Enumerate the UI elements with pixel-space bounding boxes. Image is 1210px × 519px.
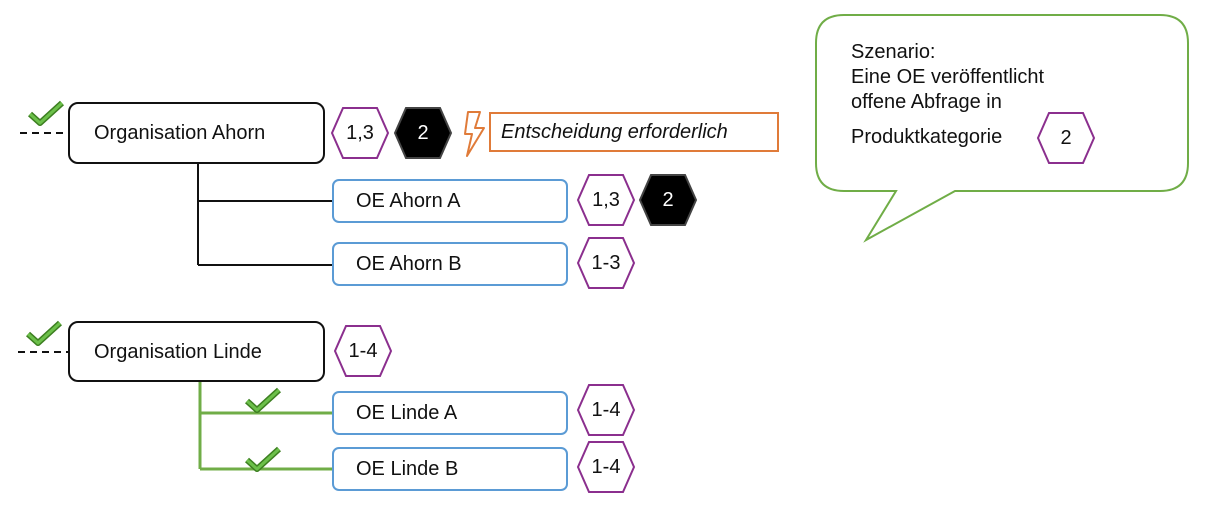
callout-line-2: Eine OE veröffentlicht bbox=[851, 66, 1045, 88]
org-ahorn-box[interactable]: Organisation Ahorn bbox=[68, 102, 325, 164]
oe-linde-b-category-label: 1-4 bbox=[591, 455, 621, 478]
linde-check-icon bbox=[26, 320, 62, 346]
oe-ahorn-b-category-label: 1-3 bbox=[591, 251, 621, 274]
oe-linde-a-category-hexagon: 1-4 bbox=[576, 383, 636, 437]
oe-ahorn-a-request-hexagon: 2 bbox=[638, 173, 698, 227]
oe-linde-a-box[interactable]: OE Linde A bbox=[332, 391, 568, 435]
oe-ahorn-a-category-label: 1,3 bbox=[592, 188, 620, 211]
oe-linde-b-category-hexagon: 1-4 bbox=[576, 440, 636, 494]
callout-line-1: Szenario: bbox=[851, 41, 936, 63]
oe-ahorn-a-box[interactable]: OE Ahorn A bbox=[332, 179, 568, 223]
ahorn-request-hexagon: 2 bbox=[393, 106, 453, 160]
oe-ahorn-a-label: OE Ahorn A bbox=[356, 190, 461, 212]
decision-warning-text: Entscheidung erforderlich bbox=[501, 120, 728, 143]
callout-bubble bbox=[815, 14, 1189, 243]
ahorn-category-hexagon: 1,3 bbox=[330, 106, 390, 160]
oe-ahorn-b-category-hexagon: 1-3 bbox=[576, 236, 636, 290]
org-linde-label: Organisation Linde bbox=[94, 340, 262, 363]
callout-line-4: Produktkategorie bbox=[851, 126, 1003, 148]
org-linde-box[interactable]: Organisation Linde bbox=[68, 321, 325, 382]
ahorn-check-icon bbox=[28, 100, 64, 126]
oe-ahorn-a-request-label: 2 bbox=[662, 188, 674, 211]
callout-category-label: 2 bbox=[1060, 126, 1072, 149]
org-ahorn-label: Organisation Ahorn bbox=[94, 122, 266, 144]
ahorn-category-label: 1,3 bbox=[346, 121, 374, 144]
oe-linde-a-check-icon bbox=[245, 387, 281, 413]
oe-ahorn-a-category-hexagon: 1,3 bbox=[576, 173, 636, 227]
callout-line-3: offene Abfrage in bbox=[851, 91, 1002, 113]
lightning-icon bbox=[464, 111, 485, 157]
linde-category-label: 1-4 bbox=[348, 339, 378, 362]
oe-linde-b-label: OE Linde B bbox=[356, 458, 459, 480]
linde-category-hexagon: 1-4 bbox=[333, 324, 393, 378]
oe-linde-b-check-icon bbox=[245, 446, 281, 472]
oe-ahorn-b-label: OE Ahorn B bbox=[356, 253, 462, 275]
decision-warning-box: Entscheidung erforderlich bbox=[489, 112, 779, 152]
callout-category-hexagon: 2 bbox=[1036, 111, 1096, 165]
oe-linde-a-category-label: 1-4 bbox=[591, 398, 621, 421]
ahorn-tree-connector bbox=[197, 162, 334, 266]
oe-linde-a-label: OE Linde A bbox=[356, 402, 458, 424]
oe-linde-b-box[interactable]: OE Linde B bbox=[332, 447, 568, 491]
oe-ahorn-b-box[interactable]: OE Ahorn B bbox=[332, 242, 568, 286]
linde-tree-connector bbox=[198, 381, 334, 471]
ahorn-request-label: 2 bbox=[417, 121, 429, 144]
